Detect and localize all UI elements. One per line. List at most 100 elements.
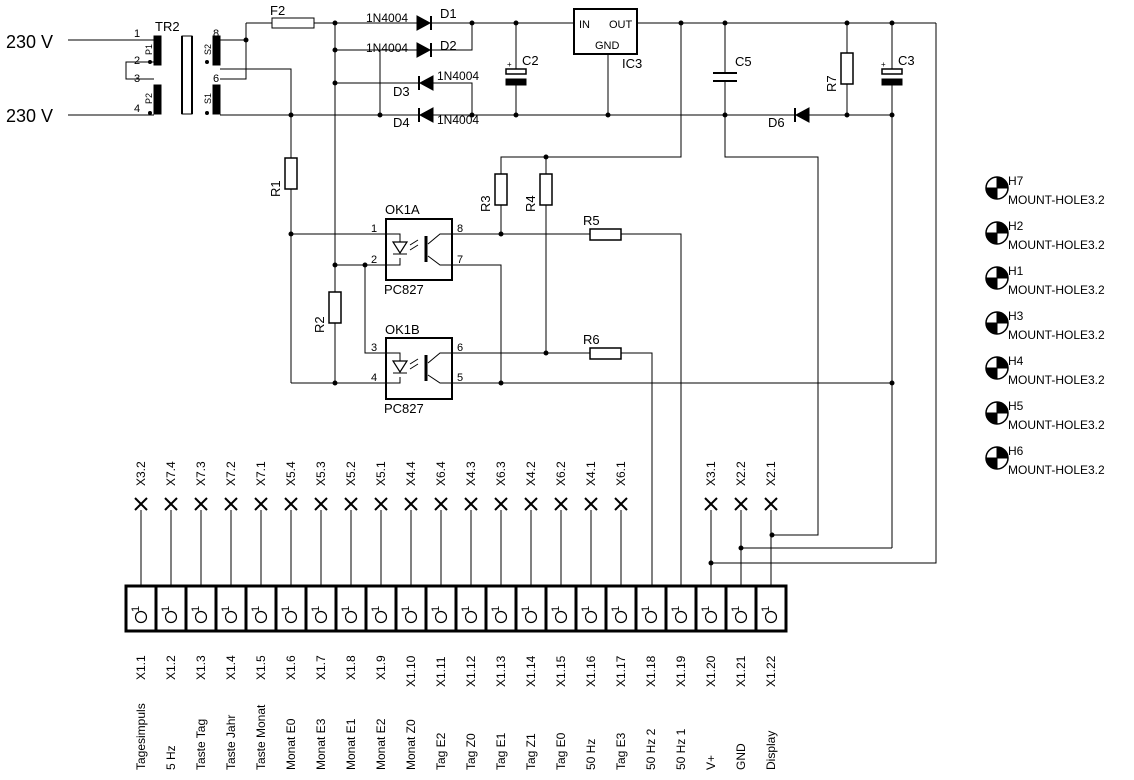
connector-pin-number: 1: [250, 606, 262, 612]
mount-hole-ref: H5: [1008, 399, 1024, 413]
d2-value: 1N4004: [366, 41, 408, 55]
connector-pin-number: 1: [490, 606, 502, 612]
connector-signal-label: Monat E0: [284, 718, 298, 770]
ok1a-pin-8: 8: [457, 223, 463, 235]
secondary-label-s2: S2: [203, 44, 213, 55]
r3-name: R3: [478, 195, 493, 212]
connector-link-label: X7.1: [254, 461, 268, 486]
capacitor-c3: + C3: [881, 23, 915, 115]
connector-link-label: X4.2: [524, 461, 538, 486]
d4-value: 1N4004: [437, 113, 479, 127]
tr-pin-8: 8: [213, 28, 219, 40]
ic3-out: OUT: [609, 19, 633, 31]
connector-pin-id: X1.13: [494, 655, 508, 687]
resistor-r5: R5: [583, 213, 622, 241]
connector-pin-id: X1.11: [434, 656, 448, 687]
connector-link-label: X7.3: [194, 461, 208, 486]
connector-signal-label: GND: [734, 743, 748, 770]
secondary-winding-s1: [212, 84, 221, 115]
connector-pin-number: 1: [280, 606, 292, 612]
connector-pin-id: X1.16: [584, 655, 598, 687]
ic3-gnd: GND: [595, 40, 620, 52]
capacitor-c5: C5: [713, 23, 752, 115]
r1-name: R1: [268, 180, 283, 197]
connector-link-label: X2.1: [764, 461, 778, 486]
connector-pin-id: X1.7: [314, 655, 328, 680]
diode-d3: D3 1N4004: [393, 69, 479, 99]
connector-pin-number: 1: [460, 606, 472, 612]
connector-signal-label: Tag E3: [614, 732, 628, 770]
diode-d4: D4 1N4004: [393, 107, 479, 130]
connector-pin-id: X1.20: [704, 655, 718, 687]
c3-name: C3: [898, 53, 915, 68]
ok1b-part: PC827: [384, 401, 424, 416]
transformer-tr2: TR2 P1 P2 S2 S1 1 2 3 4 8 7 6 5: [134, 19, 221, 115]
connector-pin-number: 1: [610, 606, 622, 612]
connector-pin-number: 1: [190, 606, 202, 612]
secondary-label-s1: S1: [203, 93, 213, 104]
connector-pin-number: 1: [370, 606, 382, 612]
connector-pin-id: X1.3: [194, 655, 208, 680]
connector-signal-label: Tagesimpuls: [134, 703, 148, 770]
connector-pin-number: 1: [760, 606, 772, 612]
connector-pin-id: X1.8: [344, 655, 358, 680]
diode-d1: D1 1N4004: [366, 6, 457, 31]
connector-pin: 1X1.20V+X3.1: [694, 461, 718, 770]
d3-name: D3: [393, 84, 410, 99]
connector-pin-id: X1.22: [764, 655, 778, 687]
connector-signal-label: Tag Z0: [464, 733, 478, 770]
connector-signal-label: Tag E2: [434, 732, 448, 770]
connector-link-label: X4.4: [404, 461, 418, 486]
secondary-winding-s2: [212, 35, 221, 66]
connector-pin-id: X1.9: [374, 655, 388, 680]
transformer-name: TR2: [155, 19, 180, 34]
connector-pin-id: X1.5: [254, 655, 268, 680]
r5-name: R5: [583, 213, 600, 228]
connector-link-label: X2.2: [734, 461, 748, 486]
tr-pin-4: 4: [134, 103, 140, 115]
mount-hole-ref: H1: [1008, 264, 1024, 278]
connector-link-label: X6.1: [614, 461, 628, 486]
ok1a-pin-7: 7: [457, 254, 463, 266]
connector-pin-number: 1: [670, 606, 682, 612]
connector-link-label: X6.2: [554, 461, 568, 486]
connector-link-label: X5.1: [374, 461, 388, 486]
connector-link-label: X3.1: [704, 461, 718, 486]
optocoupler-ok1b: OK1B PC827 3 4 6 5: [371, 322, 463, 416]
connector-pin-id: X1.21: [734, 655, 748, 687]
mount-hole-value: MOUNT-HOLE3.2: [1008, 463, 1105, 477]
d1-value: 1N4004: [366, 11, 408, 25]
c2-name: C2: [522, 53, 539, 68]
connector-pin-id: X1.19: [674, 655, 688, 687]
mount-hole-value: MOUNT-HOLE3.2: [1008, 238, 1105, 252]
ok1b-pin-4: 4: [371, 372, 377, 384]
mount-hole-ref: H7: [1008, 174, 1024, 188]
d4-name: D4: [393, 115, 410, 130]
mount-hole-value: MOUNT-HOLE3.2: [1008, 283, 1105, 297]
mount-hole-ref: H2: [1008, 219, 1024, 233]
tr-pin-7: 7: [213, 55, 219, 67]
fuse-f2: F2: [270, 3, 315, 29]
ok1a-pin-2: 2: [371, 254, 377, 266]
connector-signal-label: Taste Monat: [254, 704, 268, 770]
resistor-r1: R1: [268, 115, 298, 383]
mount-hole-ref: H6: [1008, 444, 1024, 458]
mount-hole-ref: H4: [1008, 354, 1024, 368]
resistor-r2: R2: [312, 265, 342, 383]
